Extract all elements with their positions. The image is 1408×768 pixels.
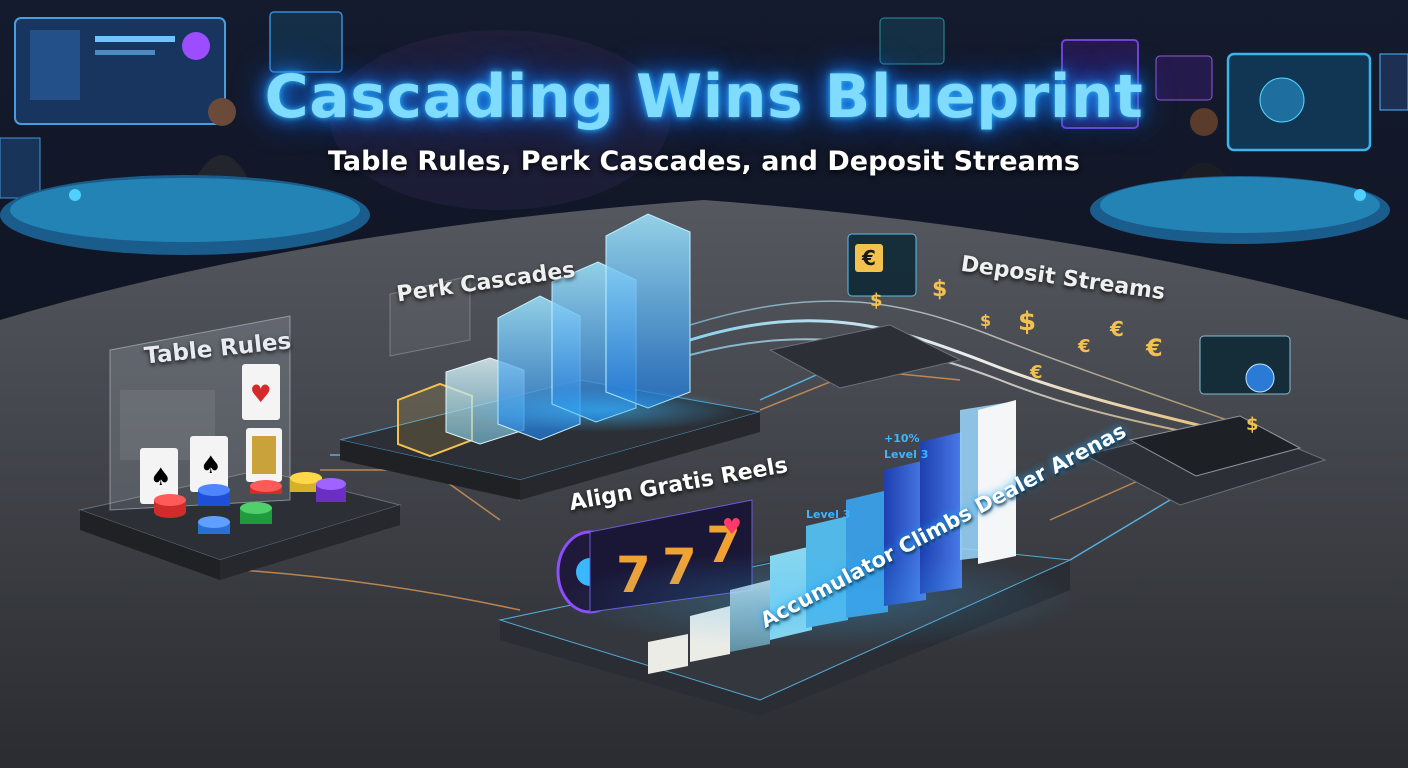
svg-text:♠: ♠ (200, 451, 222, 479)
svg-text:€: € (1145, 334, 1163, 362)
svg-text:♥: ♥ (250, 380, 272, 408)
svg-text:♠: ♠ (150, 463, 172, 491)
svg-text:$: $ (932, 277, 947, 302)
svg-text:$: $ (1018, 307, 1036, 337)
perk-cascades-platform (339, 213, 761, 500)
svg-text:Level 3: Level 3 (884, 448, 928, 461)
svg-text:+10%: +10% (884, 432, 920, 445)
page-title: Cascading Wins Blueprint (264, 62, 1144, 132)
playing-card-icon: ♠ ♠ ♥ (140, 364, 282, 504)
casino-chip-icon (154, 472, 346, 534)
svg-text:$: $ (1246, 414, 1259, 435)
dollar-icon: $ $ $ $ € € € € $ (870, 277, 1259, 435)
deposit-streams-flow: € $ $ $ $ € € € € $ (689, 233, 1327, 506)
euro-icon: € (847, 233, 917, 297)
svg-text:Level 3: Level 3 (806, 508, 850, 521)
svg-text:♥: ♥ (722, 515, 742, 540)
svg-text:€: € (1029, 362, 1043, 383)
page-subtitle: Table Rules, Perk Cascades, and Deposit … (327, 146, 1081, 177)
background-casino (0, 11, 1408, 255)
svg-text:$: $ (980, 311, 991, 330)
table-surface (0, 200, 1408, 768)
svg-text:€: € (1109, 317, 1124, 341)
svg-text:$: $ (870, 290, 883, 311)
accessibility-icon (1199, 335, 1291, 395)
svg-text:€: € (1077, 336, 1091, 357)
svg-text:€: € (861, 246, 876, 270)
table-rules-platform: ♠ ♠ ♥ (78, 315, 402, 580)
